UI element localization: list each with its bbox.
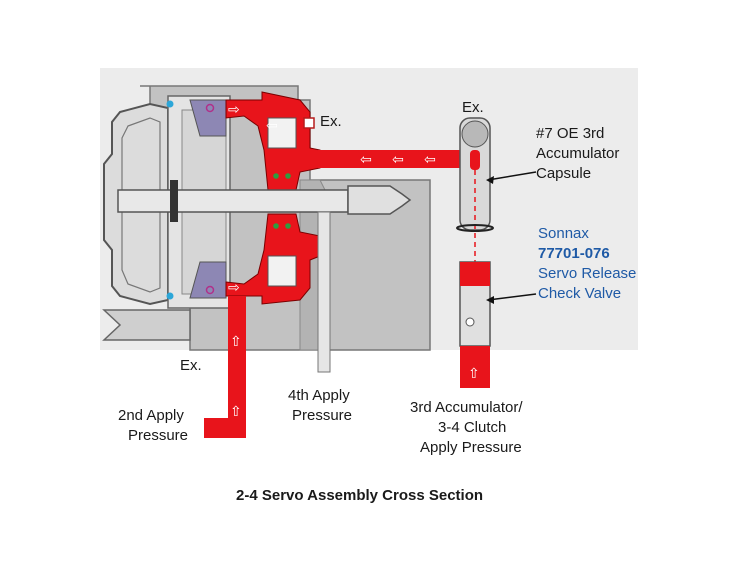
svg-text:⇨: ⇨ — [228, 102, 240, 118]
lower-seal-ring — [205, 285, 215, 295]
svg-text:⇦: ⇦ — [424, 152, 436, 168]
sonnax-part-number: 77701-076 — [538, 245, 610, 262]
svg-text:⇦: ⇦ — [392, 152, 404, 168]
svg-text:⇦: ⇦ — [266, 118, 278, 134]
oe-capsule-leader-head — [486, 176, 494, 184]
fourth-apply-label-line2: Pressure — [292, 407, 352, 424]
sonnax-brand-label: Sonnax — [538, 225, 589, 242]
capsule-orifice — [470, 150, 480, 170]
second-apply-passage — [204, 296, 246, 438]
svg-text:⇦: ⇦ — [360, 152, 372, 168]
piston-cavity-upper — [267, 117, 297, 149]
accumulator-feed-passage — [318, 150, 468, 168]
check-valve-bore — [460, 262, 490, 286]
oe-capsule-label-line1: #7 OE 3rd — [536, 125, 604, 142]
third-accum-label-line2: 3-4 Clutch — [438, 419, 506, 436]
fourth-apply-passage — [317, 211, 331, 373]
sonnax-desc-line1: Servo Release — [538, 265, 636, 282]
cover-lower-flange — [102, 309, 191, 341]
lower-o-ring — [166, 292, 174, 300]
upper-o-ring — [166, 100, 174, 108]
third-accum-label-line3: Apply Pressure — [420, 439, 522, 456]
piston-cavity-lower — [267, 255, 297, 287]
cover-inner-contour — [121, 117, 161, 293]
third-accum-label-line1: 3rd Accumulator/ — [410, 399, 523, 416]
exhaust-port-top — [303, 117, 315, 129]
exhaust-label-bottom: Ex. — [180, 357, 202, 374]
rod-retainer — [170, 180, 178, 222]
sonnax-valve-leader — [487, 293, 537, 301]
rod-tip — [347, 185, 412, 215]
accumulator-supply-passage — [460, 346, 490, 388]
servo-apply-rod — [117, 189, 349, 213]
svg-text:⇧: ⇧ — [230, 334, 242, 350]
second-apply-label-line2: Pressure — [128, 427, 188, 444]
fourth-apply-label-line1: 4th Apply — [288, 387, 350, 404]
exhaust-label-top: Ex. — [462, 99, 484, 116]
oe-capsule-label-line2: Accumulator — [536, 145, 619, 162]
lower-piston-seal — [189, 261, 227, 299]
upper-seal-ring — [205, 103, 215, 113]
capsule-seal-ring — [456, 224, 494, 232]
svg-text:⇨: ⇨ — [228, 280, 240, 296]
second-apply-label-line1: 2nd Apply — [118, 407, 184, 424]
capsule-ball — [461, 120, 489, 148]
sonnax-valve-leader-head — [486, 296, 494, 304]
svg-text:⇧: ⇧ — [230, 404, 242, 420]
sonnax-desc-line2: Check Valve — [538, 285, 621, 302]
oe-capsule-leader — [487, 171, 537, 181]
diagram-caption: 2-4 Servo Assembly Cross Section — [236, 487, 483, 504]
flow-arrows: ⇦ ⇦ ⇦ ⇨ ⇨ ⇦ ⇧ ⇧ ⇧ — [228, 102, 480, 420]
oe-capsule-label-line3: Capsule — [536, 165, 591, 182]
exhaust-label-right: Ex. — [320, 113, 342, 130]
upper-piston-seal — [189, 99, 227, 137]
svg-text:⇧: ⇧ — [468, 366, 480, 382]
check-valve-port — [465, 317, 475, 327]
